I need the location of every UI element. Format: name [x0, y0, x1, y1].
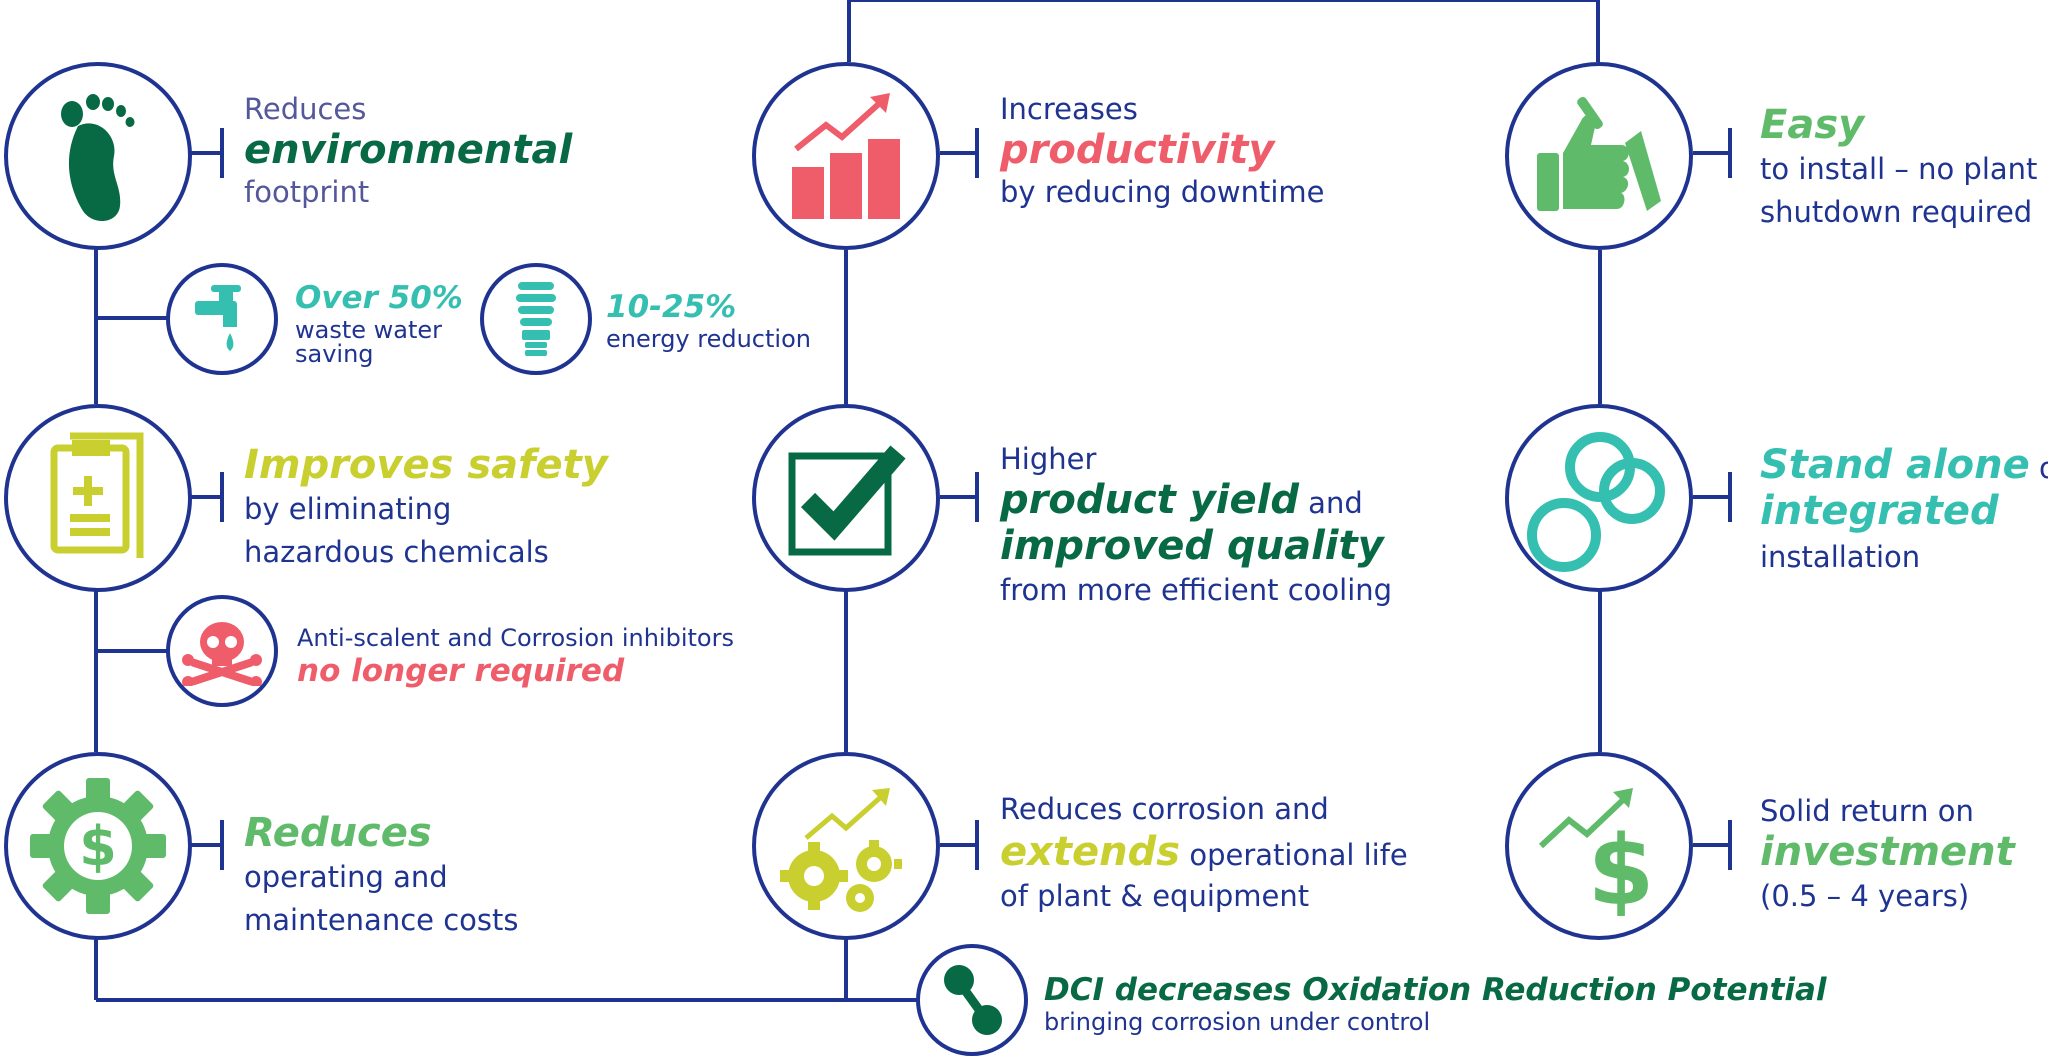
productivity-emph: productivity [1000, 127, 1275, 173]
gears-circle [752, 752, 940, 940]
productivity-circle [752, 62, 940, 250]
svg-text:$: $ [79, 815, 117, 878]
costs-line1: operating and [244, 860, 448, 894]
molecule-icon [944, 965, 1002, 1035]
corrosion-pre: Reduces corrosion and [1000, 792, 1329, 826]
svg-text:$: $ [1588, 815, 1655, 916]
yield-pre: Higher [1000, 442, 1097, 476]
dci-emph: DCI decreases Oxidation Reduction Potent… [1044, 972, 1827, 1008]
standalone-emph1: Stand alone [1760, 442, 2030, 488]
bar-chart-trend-icon [792, 93, 900, 219]
skull-circle [166, 595, 278, 707]
safety-emph: Improves safety [244, 442, 608, 488]
costs-text: Reduces operating and maintenance costs [244, 813, 518, 935]
footprint-circle [4, 62, 192, 250]
chemicals-text: Anti-scalent and Corrosion inhibitors no… [297, 626, 734, 687]
clipboard-icon [50, 432, 144, 558]
standalone-text: Stand alone or integrated installation [1760, 445, 2048, 572]
install-line2: shutdown required [1760, 195, 2033, 229]
gears-trend-icon [780, 788, 902, 912]
investment-pre: Solid return on [1760, 794, 1974, 828]
clipboard-circle [4, 404, 192, 592]
faucet-circle [166, 263, 278, 375]
environment-post: footprint [244, 175, 370, 209]
yield-emph1: product yield [1000, 477, 1299, 523]
water-emph: Over 50% [295, 280, 463, 316]
safety-text: Improves safety by eliminating hazardous… [244, 445, 608, 567]
productivity-text: Increases productivity by reducing downt… [1000, 95, 1324, 207]
yield-and: and [1298, 486, 1363, 520]
install-emph: Easy [1760, 102, 1865, 148]
investment-emph: investment [1760, 829, 2015, 875]
install-circle [1505, 62, 1693, 250]
chemicals-emph: no longer required [297, 653, 625, 689]
energy-text: 10-25% energy reduction [606, 289, 811, 353]
yield-text: Higher product yield and improved qualit… [1000, 445, 1392, 605]
standalone-or: or [2038, 451, 2048, 485]
rings-circle [1505, 404, 1693, 592]
thumbs-up-screwdriver-icon [1537, 96, 1661, 211]
footprint-icon [61, 94, 135, 222]
energy-emph: 10-25% [606, 289, 737, 325]
productivity-post: by reducing downtime [1000, 175, 1325, 209]
light-bulb-icon [516, 282, 556, 356]
standalone-emph2: integrated [1760, 488, 1999, 534]
yield-circle [752, 404, 940, 592]
investment-post: (0.5 – 4 years) [1760, 879, 1970, 913]
costs-line2: maintenance costs [244, 903, 519, 937]
dollar-trend-circle: $ [1505, 752, 1693, 940]
corrosion-text: Reduces corrosion and extends operationa… [1000, 795, 1408, 911]
environment-pre: Reduces [244, 92, 367, 126]
water-line1: waste water [295, 316, 443, 344]
dci-text: DCI decreases Oxidation Reduction Potent… [1044, 972, 1827, 1036]
rings-icon [1527, 432, 1665, 572]
corrosion-mid: operational life [1180, 838, 1408, 872]
environment-text: Reduces environmental footprint [244, 95, 572, 207]
environment-emph: environmental [244, 127, 573, 173]
chemicals-line1: Anti-scalent and Corrosion inhibitors [297, 624, 734, 652]
safety-line1: by eliminating [244, 492, 452, 526]
water-line2: saving [295, 340, 374, 368]
skull-crossbones-icon [182, 622, 262, 686]
bulb-circle [480, 263, 592, 375]
yield-post: from more efficient cooling [1000, 573, 1393, 607]
energy-line1: energy reduction [606, 325, 811, 353]
install-text: Easy to install – no plant shutdown requ… [1760, 105, 2037, 227]
gear-dollar-icon: $ [30, 778, 166, 914]
water-text: Over 50% waste water saving [295, 280, 463, 368]
costs-emph: Reduces [244, 810, 432, 856]
faucet-icon [195, 285, 241, 351]
standalone-post: installation [1760, 540, 1921, 574]
install-line1: to install – no plant [1760, 152, 2038, 186]
safety-line2: hazardous chemicals [244, 535, 549, 569]
corrosion-emph: extends [1000, 829, 1181, 875]
productivity-pre: Increases [1000, 92, 1138, 126]
molecule-circle [916, 944, 1028, 1056]
corrosion-post: of plant & equipment [1000, 879, 1310, 913]
gear-dollar-circle: $ [4, 752, 192, 940]
investment-text: Solid return on investment (0.5 – 4 year… [1760, 797, 2015, 911]
yield-emph2: improved quality [1000, 523, 1384, 569]
dollar-trend-icon: $ [1538, 788, 1655, 916]
dci-post: bringing corrosion under control [1044, 1008, 1431, 1036]
checkbox-check-icon [788, 445, 906, 556]
